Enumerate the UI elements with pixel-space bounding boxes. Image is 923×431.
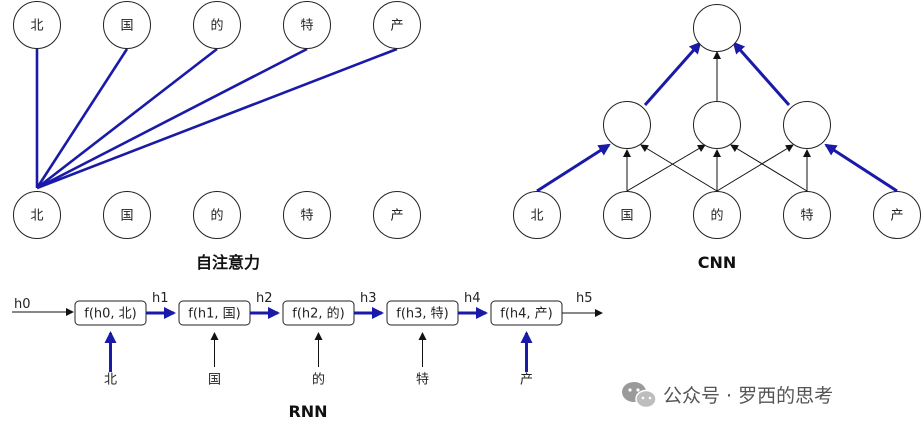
cnn-input-token: 特 [800, 209, 813, 224]
cnn-input-token: 北 [530, 209, 543, 224]
cnn-highlight-edge [536, 143, 611, 193]
rnn-input-token: 国 [208, 373, 221, 388]
rnn-cell-label: f(h4, 产) [500, 307, 553, 322]
cnn-highlight-edge [732, 41, 791, 106]
cnn-highlight-edge [643, 41, 702, 106]
rnn-input-token: 产 [520, 373, 533, 388]
rnn-state-label: h4 [464, 291, 481, 306]
rnn-cell-label: f(h1, 国) [188, 307, 241, 322]
cnn-input-node: 产 [873, 191, 921, 239]
watermark: 公众号 · 罗西的思考 [622, 382, 833, 409]
rnn-cell-label: f(h2, 的) [292, 306, 345, 322]
watermark-text: 公众号 · 罗西的思考 [663, 385, 833, 407]
cnn-input-node: 的 [693, 191, 741, 239]
sa-bottom-node: 北 [13, 191, 61, 239]
cnn-input-node: 北 [513, 191, 561, 239]
cnn-diagram: 北 国 的 特 产 CNN [513, 4, 921, 272]
sa-bottom-token: 产 [390, 209, 403, 224]
sa-bottom-node: 国 [103, 191, 151, 239]
cnn-title: CNN [698, 253, 737, 272]
self-attention-diagram: 北 国 的 特 产 北 国 的 [13, 1, 421, 272]
rnn-state-label: h2 [256, 291, 273, 306]
sa-bottom-node: 特 [283, 191, 331, 239]
rnn-state-label: h5 [576, 291, 593, 306]
sa-bottom-node: 的 [193, 191, 241, 239]
rnn-initial-state: h0 [14, 297, 31, 312]
cnn-highlight-edge [824, 143, 898, 193]
attention-line [36, 47, 398, 190]
attention-line [35, 48, 129, 189]
self-attention-title: 自注意力 [196, 253, 260, 272]
cnn-input-token: 产 [890, 209, 903, 224]
sa-top-token: 的 [210, 18, 223, 34]
rnn-state-label: h3 [360, 291, 377, 306]
sa-top-node: 北 [13, 1, 61, 49]
cnn-edge [730, 144, 808, 192]
sa-top-node: 产 [373, 1, 421, 49]
sa-top-token: 北 [30, 19, 43, 34]
rnn-title: RNN [288, 402, 327, 421]
sa-bottom-token: 的 [210, 208, 223, 224]
sa-top-node: 的 [193, 1, 241, 49]
attention-line [36, 47, 308, 190]
cnn-hidden-node [603, 101, 651, 149]
sa-bottom-token: 特 [300, 209, 313, 224]
sa-bottom-node: 产 [373, 191, 421, 239]
cnn-output-node [693, 4, 741, 52]
sa-top-token: 国 [120, 19, 133, 34]
rnn-input-token: 北 [104, 373, 117, 388]
cnn-edge [640, 144, 718, 192]
rnn-diagram: h0 f(h0, 北) 北 h1 f(h1, 国) 国 h2 f(h2, 的) … [12, 291, 603, 421]
sa-bottom-token: 国 [120, 209, 133, 224]
sa-top-node: 特 [283, 1, 331, 49]
rnn-input-token: 特 [416, 373, 429, 388]
sa-top-token: 特 [300, 19, 313, 34]
rnn-cell: f(h0, 北) [74, 300, 147, 326]
rnn-cell: f(h3, 特) [386, 300, 459, 326]
rnn-input-token: 的 [312, 372, 325, 388]
rnn-cell-label: f(h3, 特) [396, 307, 449, 322]
cnn-input-node: 国 [603, 191, 651, 239]
wechat-icon [622, 382, 657, 409]
cnn-edge [716, 144, 794, 192]
sa-top-token: 产 [390, 19, 403, 34]
sa-bottom-token: 北 [30, 209, 43, 224]
cnn-hidden-node [693, 101, 741, 149]
cnn-edge [626, 144, 706, 192]
cnn-input-token: 国 [620, 209, 633, 224]
rnn-cell-label: f(h0, 北) [84, 307, 137, 322]
cnn-input-node: 特 [783, 191, 831, 239]
cnn-input-token: 的 [710, 208, 723, 224]
attention-line [36, 47, 218, 190]
rnn-cell: f(h1, 国) [178, 300, 251, 326]
sa-top-node: 国 [103, 1, 151, 49]
cnn-hidden-node [783, 101, 831, 149]
rnn-state-label: h1 [152, 291, 169, 306]
rnn-cell: f(h2, 的) [282, 300, 355, 326]
rnn-cell: f(h4, 产) [490, 300, 563, 326]
